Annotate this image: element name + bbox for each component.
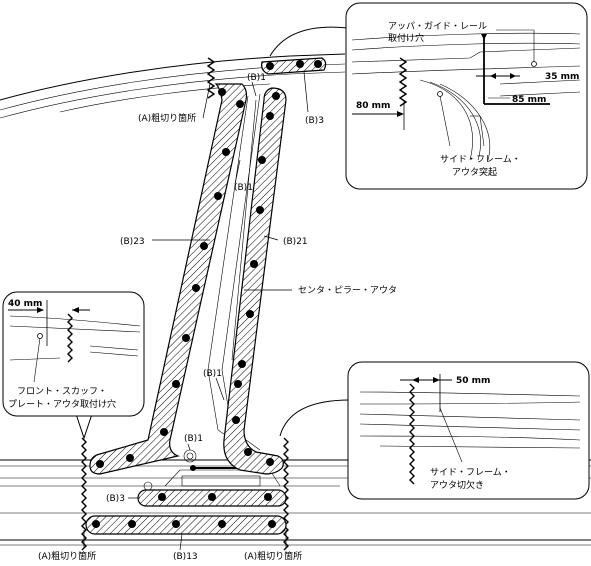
label-b1-top: (B)1 [247,73,266,83]
callout-top-right: アッパ・ガイド・レール 取付け穴 35 mm 80 mm 85 mm サイド・フ… [269,2,588,190]
label-upper-rail-line1: アッパ・ガイド・レール [388,21,487,32]
callout-left: 40 mm フロント・スカッフ・ プレート・アウタ取付け穴 [2,291,145,440]
label-a-bottom-left: (A)粗切り箇所 [38,550,96,562]
callout-right: 50 mm サイド・フレーム・ アウタ切欠き [279,361,590,500]
strip-b13 [85,515,287,535]
label-a-top: (A)粗切り箇所 [138,112,196,124]
strip-b23 [89,83,248,475]
label-dim-50: 50 mm [456,376,490,386]
label-dim-40: 40 mm [8,299,42,309]
label-frame-protrusion-line1: サイド・フレーム・ [440,154,521,165]
label-b1-lower: (B)1 [203,369,222,379]
label-frame-notch-line1: サイド・フレーム・ [430,467,511,478]
label-b13: (B)13 [173,552,198,562]
strip-b3-top [261,57,327,75]
label-dim-85: 85 mm [512,95,546,105]
label-b3-top: (B)3 [305,116,324,126]
label-b1-bottom: (B)1 [184,434,203,444]
spot-welds [92,60,322,528]
label-center-pillar: センタ・ピラー・アウタ [298,285,397,296]
label-b23: (B)23 [120,237,145,247]
rough-cut-top [206,57,216,99]
strip-b21 [223,87,287,475]
label-a-bottom-right: (A)粗切り箇所 [244,550,302,562]
label-dim-35: 35 mm [545,72,579,82]
label-frame-protrusion-line2: アウタ突起 [452,166,497,178]
label-b21: (B)21 [283,237,308,247]
rough-cut-left [81,437,87,551]
weld-strips [85,57,327,535]
label-dim-80: 80 mm [356,101,390,111]
label-b1-mid: (B)1 [234,183,253,193]
leader-lines [83,71,309,551]
label-scuff-plate-line2: プレート・アウタ取付け穴 [8,398,116,410]
label-upper-rail-line2: 取付け穴 [388,32,424,44]
label-b3-bottom: (B)3 [106,494,125,504]
label-frame-notch-line2: アウタ切欠き [430,479,484,491]
label-scuff-plate-line1: フロント・スカッフ・ [17,386,107,397]
main-labels: (A)粗切り箇所 (B)1 (B)3 (B)1 (B)23 (B)21 センタ・… [38,73,397,562]
